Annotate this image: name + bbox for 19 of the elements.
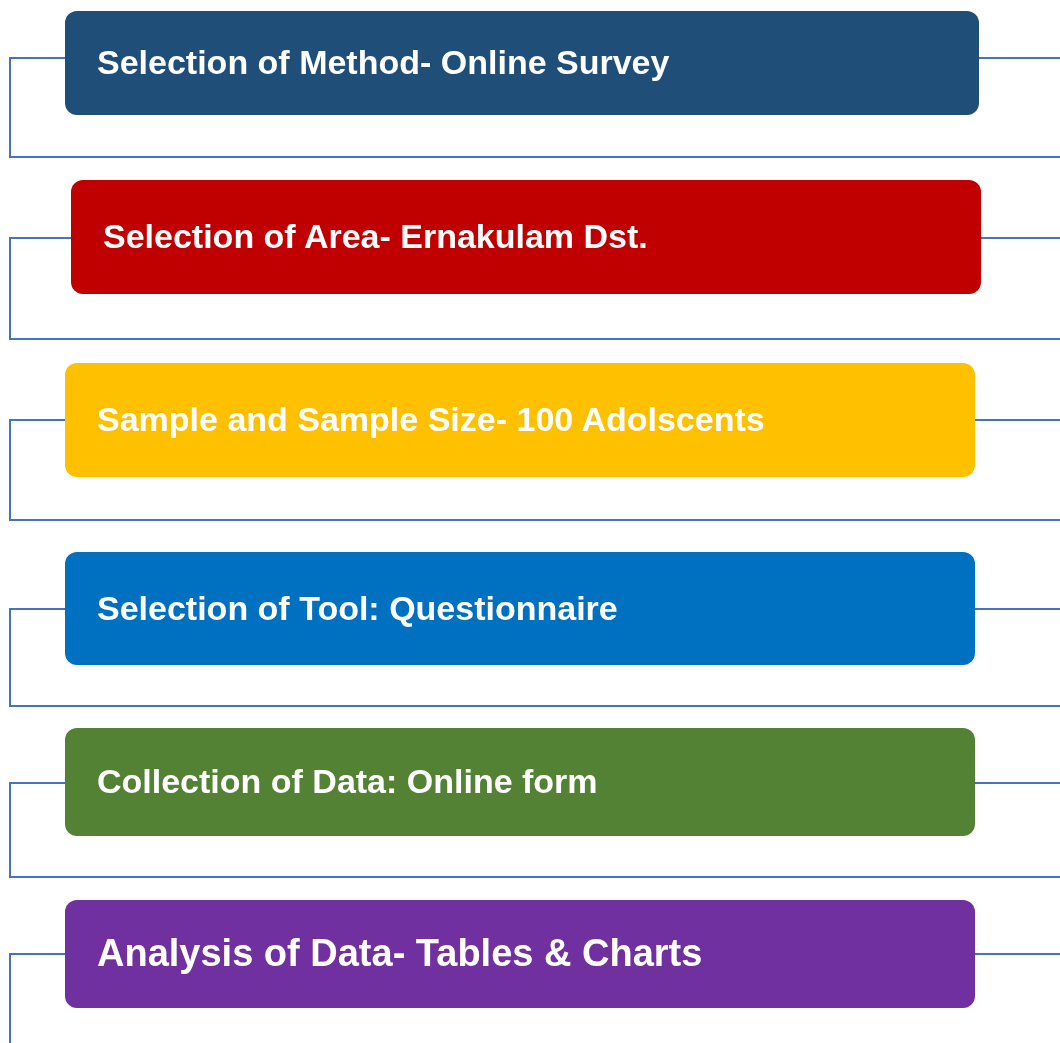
step-label: Selection of Method- Online Survey bbox=[97, 44, 670, 82]
step-label: Selection of Area- Ernakulam Dst. bbox=[103, 218, 648, 256]
connector-line bbox=[9, 237, 1060, 421]
connector-line bbox=[9, 953, 66, 1043]
step-label: Sample and Sample Size- 100 Adolscents bbox=[97, 401, 765, 439]
step-label: Analysis of Data- Tables & Charts bbox=[97, 933, 703, 975]
connector-line bbox=[978, 57, 1060, 59]
connector-line bbox=[9, 782, 1060, 955]
connector-line bbox=[9, 419, 1060, 610]
step-box bbox=[65, 900, 975, 1008]
step-label: Collection of Data: Online form bbox=[97, 763, 598, 801]
step-box bbox=[71, 180, 981, 294]
connector-line bbox=[9, 608, 1060, 784]
step-box bbox=[65, 11, 979, 115]
step-box bbox=[65, 552, 975, 665]
step-box bbox=[65, 728, 975, 836]
step-box bbox=[65, 363, 975, 477]
connector-line bbox=[9, 57, 1060, 239]
step-label: Selection of Tool: Questionnaire bbox=[97, 589, 618, 628]
